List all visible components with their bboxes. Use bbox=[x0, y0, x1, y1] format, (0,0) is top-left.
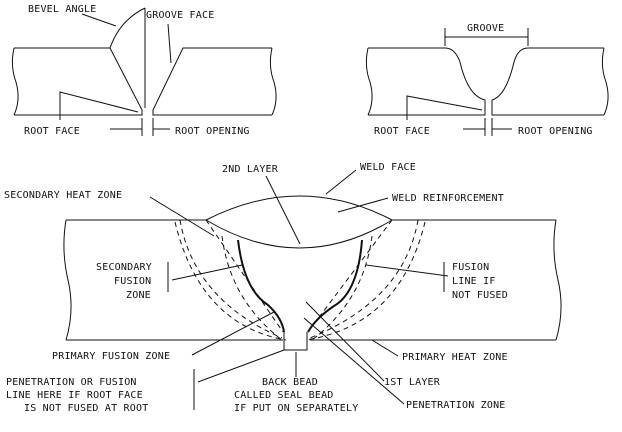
leader-second-layer bbox=[265, 175, 301, 245]
u-groove-joint bbox=[365, 28, 609, 136]
label-secondary-fusion-1: SECONDARY bbox=[96, 262, 152, 273]
label-bevel-angle: BEVEL ANGLE bbox=[28, 4, 96, 15]
outer-heat-zone-right bbox=[305, 221, 426, 341]
groove-line-left bbox=[205, 219, 284, 333]
leader-primary-fusion bbox=[191, 311, 275, 356]
v-groove-joint bbox=[11, 7, 277, 136]
first-layer-left bbox=[237, 239, 285, 333]
leader-penetration-zone bbox=[303, 317, 405, 405]
label-fusion-line-1: FUSION bbox=[452, 262, 489, 273]
bevel-angle-leader bbox=[81, 13, 117, 27]
leader-weld-face bbox=[325, 169, 357, 195]
label-first-layer: 1ST LAYER bbox=[384, 377, 441, 388]
break-line-bottom-left bbox=[63, 219, 72, 341]
label-weld-face: WELD FACE bbox=[360, 162, 416, 173]
right-plate-a bbox=[368, 47, 486, 116]
root-face-leader-left bbox=[59, 91, 139, 120]
label-primary-fusion-zone: PRIMARY FUSION ZONE bbox=[52, 351, 170, 362]
secondary-heat-zone-right bbox=[309, 219, 419, 339]
label-penetration-note-2: LINE HERE IF ROOT FACE bbox=[6, 390, 143, 401]
left-plate-b bbox=[152, 47, 272, 116]
groove-face-leader bbox=[167, 23, 172, 64]
right-plate-b bbox=[491, 47, 604, 116]
label-penetration-zone: PENETRATION ZONE bbox=[406, 400, 506, 411]
label-root-face-right: ROOT FACE bbox=[374, 126, 430, 137]
weld-face bbox=[205, 195, 393, 221]
label-weld-reinforcement: WELD REINFORCEMENT bbox=[392, 193, 504, 204]
label-secondary-fusion-3: ZONE bbox=[126, 290, 151, 301]
leader-secondary-heat-zone bbox=[149, 196, 215, 237]
back-bead bbox=[283, 332, 308, 351]
label-fusion-line-3: NOT FUSED bbox=[452, 290, 508, 301]
label-secondary-fusion-2: FUSION bbox=[114, 276, 151, 287]
label-penetration-note-1: PENETRATION OR FUSION bbox=[6, 377, 137, 388]
weld-section bbox=[63, 169, 562, 410]
label-back-bead-2: CALLED SEAL BEAD bbox=[234, 390, 334, 401]
label-root-opening-left: ROOT OPENING bbox=[175, 126, 250, 137]
leader-weld-reinforcement bbox=[337, 197, 389, 213]
break-line-bottom-right bbox=[553, 219, 562, 341]
groove-line-right bbox=[307, 219, 393, 333]
break-line-u-right bbox=[601, 47, 609, 116]
leader-fusion-line bbox=[365, 264, 449, 277]
label-primary-heat-zone: PRIMARY HEAT ZONE bbox=[402, 352, 508, 363]
break-line-right bbox=[269, 47, 277, 116]
label-secondary-heat-zone: SECONDARY HEAT ZONE bbox=[4, 190, 122, 201]
secondary-heat-zone-left bbox=[179, 219, 283, 339]
leader-primary-heat bbox=[371, 339, 399, 357]
second-layer-bottom bbox=[205, 219, 393, 249]
primary-heat-zone-right bbox=[311, 235, 373, 341]
left-plate-a bbox=[14, 47, 143, 116]
break-line-left bbox=[11, 47, 19, 116]
leader-first-layer bbox=[305, 301, 385, 382]
label-back-bead-1: BACK BEAD bbox=[262, 377, 318, 388]
label-root-face-left: ROOT FACE bbox=[24, 126, 80, 137]
bevel-angle-arc bbox=[109, 7, 146, 49]
label-groove: GROOVE bbox=[467, 23, 504, 34]
label-second-layer: 2ND LAYER bbox=[222, 164, 279, 175]
label-penetration-note-3: IS NOT FUSED AT ROOT bbox=[24, 403, 148, 414]
leader-secondary-fusion bbox=[171, 264, 243, 281]
label-root-opening-right: ROOT OPENING bbox=[518, 126, 593, 137]
outer-heat-zone-left bbox=[174, 221, 287, 341]
label-groove-face: GROOVE FACE bbox=[146, 10, 214, 21]
root-face-leader-right bbox=[406, 95, 483, 120]
break-line-u-left bbox=[365, 47, 373, 116]
primary-heat-zone-left bbox=[221, 235, 283, 341]
label-back-bead-3: IF PUT ON SEPARATELY bbox=[234, 403, 358, 414]
leader-penetration-note bbox=[197, 349, 285, 383]
label-fusion-line-2: LINE IF bbox=[452, 276, 496, 287]
